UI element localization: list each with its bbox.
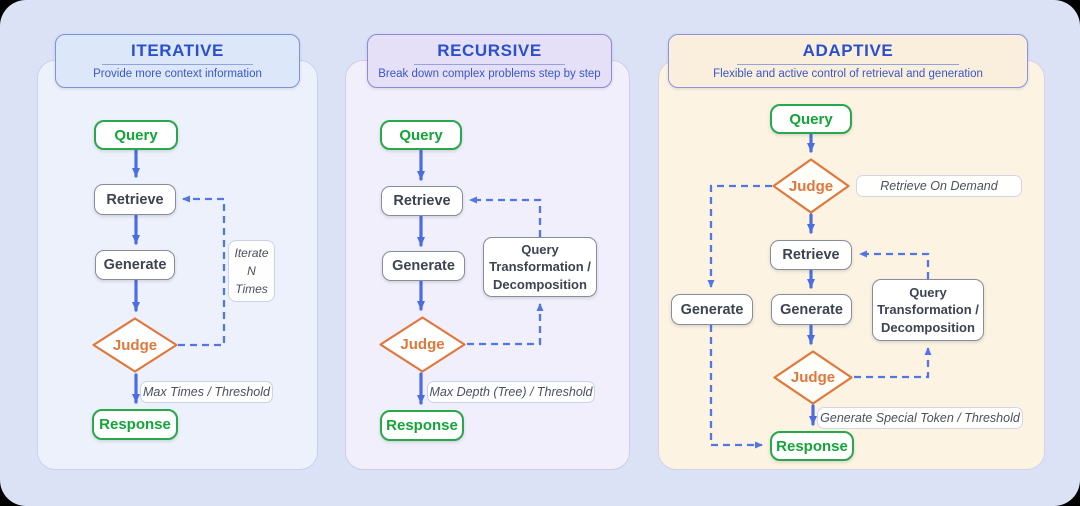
node-label: Response — [99, 416, 171, 433]
panel-subtitle: Provide more context information — [93, 68, 262, 81]
p2-retrieve-node: Retrieve — [381, 186, 463, 216]
p3-transform-node: Query Transformation / Decomposition — [872, 279, 984, 341]
node-label: Judge — [790, 369, 836, 386]
loop-p3-transform-retrieve — [859, 250, 930, 279]
panel-header-adaptive: ADAPTIVE Flexible and active control of … — [668, 34, 1028, 88]
p2-query-node: Query — [380, 120, 462, 150]
label-text: Generate Special Token / Threshold — [820, 411, 1020, 425]
panel-title: ADAPTIVE — [802, 41, 894, 60]
p2-transform-node: Query Transformation / Decomposition — [483, 237, 597, 297]
p3-retrieve-note-label: Retrieve On Demand — [856, 175, 1022, 197]
note-line: N — [247, 264, 256, 278]
p1-threshold-label: Max Times / Threshold — [140, 381, 273, 403]
p3-query-node: Query — [770, 104, 852, 134]
p3-generate-node: Generate — [771, 294, 852, 325]
label-text: Retrieve On Demand — [880, 179, 998, 193]
header-divider — [414, 64, 565, 66]
header-divider — [102, 64, 253, 66]
header-divider — [737, 64, 959, 66]
node-label: Generate — [392, 258, 455, 274]
panel-subtitle: Flexible and active control of retrieval… — [713, 68, 983, 81]
node-label: Generate — [103, 257, 167, 273]
p1-query-node: Query — [94, 120, 178, 150]
p1-judge-diamond: Judge — [92, 317, 178, 373]
node-label: Judge — [400, 336, 445, 353]
p2-generate-node: Generate — [382, 251, 465, 281]
label-text: Max Depth (Tree) / Threshold — [429, 385, 593, 399]
node-label: Query — [399, 126, 443, 144]
node-label: Retrieve — [782, 247, 840, 263]
node-label: Query — [789, 110, 833, 128]
node-label: Response — [776, 437, 848, 455]
node-label: Retrieve — [106, 191, 164, 208]
panel-title: ITERATIVE — [131, 41, 224, 60]
p3-judge-bottom-diamond: Judge — [773, 350, 853, 405]
node-label: Query — [114, 126, 158, 144]
loop-p2-transform-retrieve — [469, 196, 542, 237]
p3-retrieve-node: Retrieve — [770, 240, 852, 270]
panel-adaptive — [658, 60, 1045, 470]
p2-threshold-label: Max Depth (Tree) / Threshold — [427, 381, 595, 403]
node-label: Generate — [680, 301, 744, 318]
node-label: Retrieve — [393, 193, 451, 209]
node-label: Generate — [780, 301, 843, 318]
node-label: Decomposition — [881, 319, 975, 335]
node-label: Query — [521, 241, 559, 257]
loop-p2-judge-transform — [467, 303, 544, 346]
panel-header-iterative: ITERATIVE Provide more context informati… — [55, 34, 300, 88]
panel-header-recursive: RECURSIVE Break down complex problems st… — [367, 34, 612, 88]
node-label: Transformation / — [877, 302, 979, 318]
p2-response-node: Response — [380, 410, 464, 441]
node-label: Response — [386, 417, 458, 434]
p1-response-node: Response — [92, 409, 178, 440]
loop-p3-judge-generateleft — [707, 184, 772, 288]
node-label: Judge — [112, 336, 158, 354]
panel-title: RECURSIVE — [437, 41, 542, 60]
node-label: Decomposition — [493, 276, 587, 292]
node-label: Judge — [788, 177, 834, 195]
p3-threshold-label: Generate Special Token / Threshold — [817, 407, 1023, 429]
node-label: Transformation / — [489, 259, 591, 275]
loop-p1-judge-retrieve — [178, 195, 226, 347]
loop-p3-generateleft-response — [709, 325, 763, 449]
p3-generate-left-node: Generate — [671, 294, 753, 325]
note-line: Times — [235, 282, 268, 296]
node-label: Query — [909, 284, 947, 300]
loop-p3-judge2-transform — [854, 347, 932, 379]
p1-generate-node: Generate — [95, 250, 175, 280]
note-line: Iterate — [234, 246, 269, 260]
p3-response-node: Response — [770, 431, 854, 461]
label-text: Max Times / Threshold — [142, 385, 270, 399]
p1-retrieve-node: Retrieve — [94, 184, 176, 215]
p2-judge-diamond: Judge — [379, 316, 466, 373]
panel-subtitle: Break down complex problems step by step — [378, 68, 601, 81]
p1-iterate-note: Iterate N Times — [228, 240, 275, 302]
p3-judge-top-diamond: Judge — [772, 158, 850, 214]
